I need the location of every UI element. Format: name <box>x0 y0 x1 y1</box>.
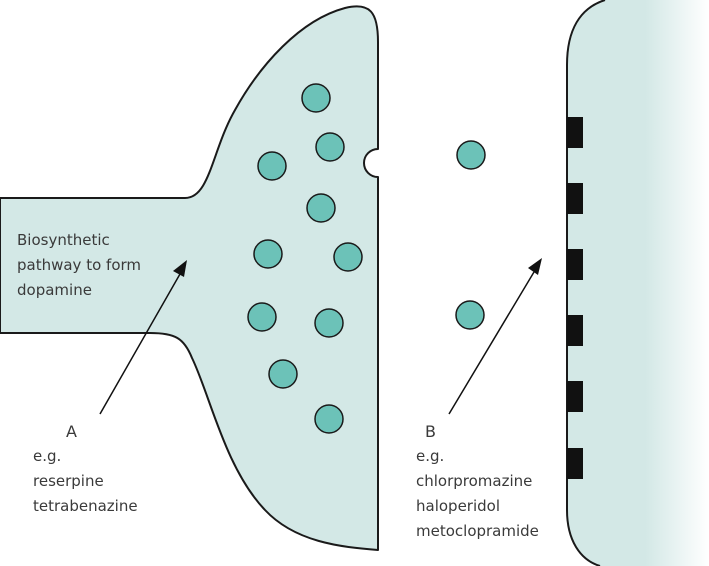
released-dopamine <box>457 141 485 169</box>
pathway-label-line: dopamine <box>17 278 141 303</box>
vesicle <box>254 240 282 268</box>
pathway-label-line: Biosynthetic <box>17 228 141 253</box>
vesicle <box>258 152 286 180</box>
site-a-label: A <box>66 419 77 444</box>
site-a-example: reserpine <box>33 469 138 494</box>
site-b-label: B <box>425 419 436 444</box>
biosynthetic-pathway-label: Biosynthetic pathway to form dopamine <box>17 228 141 303</box>
dopamine-receptor <box>567 315 583 346</box>
site-b-example: e.g. <box>416 444 539 469</box>
released-dopamine <box>456 301 484 329</box>
pathway-label-line: pathway to form <box>17 253 141 278</box>
site-a-example: e.g. <box>33 444 138 469</box>
vesicle <box>269 360 297 388</box>
released-dopamine-group <box>456 141 485 329</box>
site-b-example: haloperidol <box>416 494 539 519</box>
dopamine-receptor <box>567 183 583 214</box>
postsynaptic-cell <box>567 0 709 566</box>
vesicle <box>248 303 276 331</box>
dopamine-receptor <box>567 249 583 280</box>
vesicle <box>315 405 343 433</box>
vesicle <box>334 243 362 271</box>
site-a-examples: e.g. reserpine tetrabenazine <box>33 444 138 519</box>
site-b-example: metoclopramide <box>416 519 539 544</box>
vesicle <box>316 133 344 161</box>
vesicle <box>302 84 330 112</box>
site-b-example: chlorpromazine <box>416 469 539 494</box>
dopamine-receptor <box>567 448 583 479</box>
vesicle <box>315 309 343 337</box>
site-b-examples: e.g. chlorpromazine haloperidol metoclop… <box>416 444 539 544</box>
dopamine-receptor <box>567 117 583 148</box>
arrow-b <box>449 258 542 414</box>
dopamine-receptor <box>567 381 583 412</box>
site-a-example: tetrabenazine <box>33 494 138 519</box>
vesicle <box>307 194 335 222</box>
